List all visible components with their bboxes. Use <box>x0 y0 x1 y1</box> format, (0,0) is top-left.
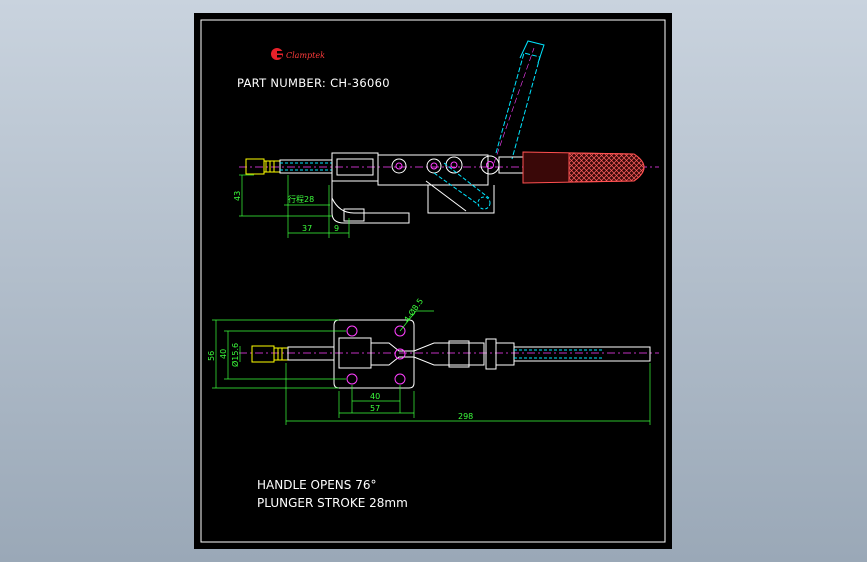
dim-top-57: 57 <box>370 404 380 413</box>
dim-side-height: 43 <box>233 191 242 201</box>
top-dimensions <box>212 310 651 425</box>
side-view <box>239 40 659 238</box>
handle-top <box>513 346 651 362</box>
dim-side-37: 37 <box>302 224 312 233</box>
drawing-sheet: 43 行程28 37 9 4-Ø8.5 56 40 Ø15.6 40 57 29… <box>194 13 672 549</box>
pivot-4 <box>480 155 500 175</box>
dim-side-9: 9 <box>334 224 339 233</box>
dim-top-diameter: Ø15.6 <box>230 343 240 367</box>
cad-drawing: 43 行程28 37 9 4-Ø8.5 56 40 Ø15.6 40 57 29… <box>200 19 666 543</box>
note-plunger-stroke: PLUNGER STROKE 28mm <box>257 496 408 510</box>
top-view <box>212 310 659 425</box>
handle-grip <box>498 151 645 184</box>
mount-hole-1 <box>346 325 358 337</box>
bolt-head <box>245 158 265 175</box>
side-dimensions <box>239 174 350 238</box>
mount-hole-2 <box>394 325 406 337</box>
base-plate <box>333 319 415 389</box>
mount-hole-4 <box>394 373 406 385</box>
dim-side-stroke: 行程28 <box>288 194 314 204</box>
dim-top-40: 40 <box>219 349 228 359</box>
plunger-rod <box>279 159 333 174</box>
dim-top-40w: 40 <box>370 392 380 401</box>
handle-open-position <box>493 40 545 164</box>
dim-top-56: 56 <box>207 351 216 361</box>
clamptek-logo-icon <box>271 48 284 60</box>
mount-hole-3 <box>346 373 358 385</box>
pivot-1 <box>391 158 407 174</box>
pivot-2 <box>426 158 442 174</box>
brand-name: Clamptek <box>286 51 325 60</box>
drawing-border <box>200 19 666 543</box>
base-mount <box>331 181 410 224</box>
body-frame <box>377 154 489 186</box>
dim-hole-spec: 4-Ø8.5 <box>401 296 425 324</box>
dim-overall-length: 298 <box>458 412 473 421</box>
note-handle-opens: HANDLE OPENS 76° <box>257 478 377 492</box>
part-number: PART NUMBER: CH-36060 <box>237 76 390 90</box>
